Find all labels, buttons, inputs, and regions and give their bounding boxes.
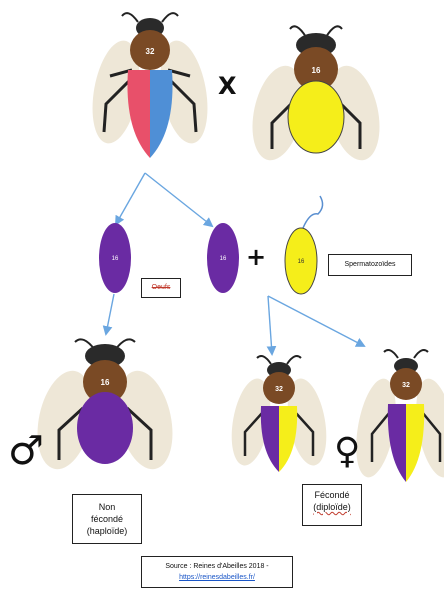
non-fecondated-line-1: Non	[98, 502, 116, 512]
fecondated-label: Fécondé (diploïde)	[302, 484, 362, 526]
plus-symbol: +	[246, 243, 267, 271]
female-offspring-bee-2	[356, 349, 444, 482]
female-symbol-icon: ♀	[334, 431, 361, 472]
egg-right	[207, 223, 239, 293]
female-offspring-1-chromosome-count: 32	[275, 386, 283, 393]
queen-chromosome-count: 32	[146, 47, 155, 56]
egg-left	[99, 223, 131, 293]
non-fecondated-line-2: fécondé	[90, 514, 124, 524]
female-offspring-bee-1	[231, 355, 327, 472]
sperm-cell	[284, 195, 324, 295]
non-fecondated-label: Non fécondé (haploïde)	[72, 494, 142, 544]
eggs-label: Oeufs	[141, 278, 181, 298]
male-offspring-chromosome-count: 16	[101, 378, 110, 387]
male-symbol-icon: ♂	[8, 428, 44, 474]
source-text: Source : Reines d'Abeilles 2018 -	[165, 563, 269, 570]
queen-bee	[92, 12, 208, 158]
arrow-to-left-egg	[115, 172, 146, 226]
non-fecondated-line-3: (haploïde)	[86, 526, 128, 536]
drone-chromosome-count: 16	[312, 66, 321, 75]
source-link[interactable]: https://reinesdabeilles.fr/	[179, 574, 255, 581]
arrow-to-female-offspring-1	[266, 295, 277, 356]
egg-left-chromosome-count: 16	[112, 256, 119, 262]
male-offspring-bee	[37, 338, 173, 470]
fecondated-line-1: Fécondé	[314, 490, 350, 500]
female-offspring-2-chromosome-count: 32	[402, 382, 410, 389]
arrow-to-right-egg	[144, 172, 214, 228]
sperm-label: Spermatozoïdes	[328, 254, 412, 276]
arrow-to-female-offspring-2	[267, 295, 366, 347]
sperm-chromosome-count: 16	[298, 259, 305, 265]
sperm-label-text: Spermatozoïdes	[344, 261, 396, 268]
arrows	[102, 172, 366, 356]
drone-bee	[252, 25, 380, 161]
eggs-label-text: Oeufs	[151, 284, 171, 291]
source-box: Source : Reines d'Abeilles 2018 - https:…	[141, 556, 293, 588]
arrow-to-male-offspring	[102, 293, 115, 336]
fecondated-line-2: (diploïde)	[313, 502, 351, 512]
cross-symbol: X	[218, 72, 237, 100]
egg-right-chromosome-count: 16	[220, 256, 227, 262]
